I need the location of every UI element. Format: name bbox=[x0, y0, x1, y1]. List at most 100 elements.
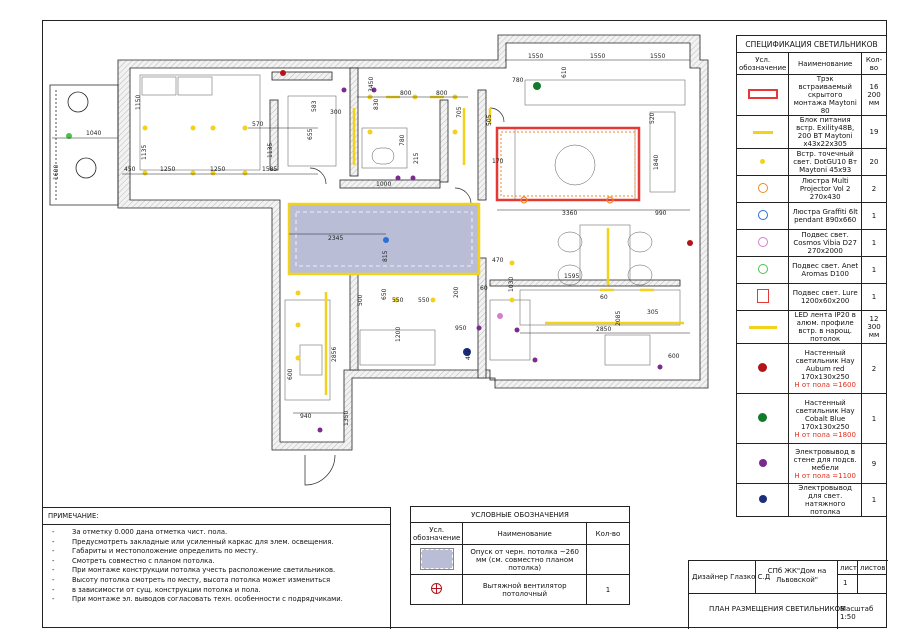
spec-row-qty: 1 bbox=[861, 256, 887, 284]
project-name: СПб ЖК"Дом на Львовской" bbox=[767, 567, 827, 584]
dim-label: 650 bbox=[381, 288, 388, 300]
dim-label: 583 bbox=[311, 100, 318, 112]
pendant-green bbox=[66, 133, 72, 139]
dark-green-dot-icon bbox=[735, 393, 790, 444]
dark-red-dot-icon bbox=[735, 343, 790, 394]
dim-label: 3450 bbox=[368, 77, 375, 92]
purple-half-icon bbox=[735, 443, 790, 484]
note-item: Предусмотреть закладные или усиленный ка… bbox=[42, 538, 390, 548]
designer-label: Дизайнер Глазко С.Д bbox=[692, 573, 771, 581]
sheets-label: листов bbox=[860, 564, 886, 572]
dim-label: 500 bbox=[357, 294, 364, 306]
dim-label: 990 bbox=[655, 210, 667, 217]
track-rect-icon bbox=[735, 74, 790, 116]
note-item: При монтаже эл. выводов согласовать техн… bbox=[42, 595, 390, 605]
dim-label: 815 bbox=[382, 250, 389, 262]
dim-label: 470 bbox=[492, 257, 504, 264]
yellow-bar-icon bbox=[735, 115, 790, 149]
cosmos-pendant bbox=[497, 313, 503, 319]
dim-label: 505 bbox=[486, 114, 493, 126]
spec-row-name: Настенный светильник Hay Aubum red 170x1… bbox=[795, 348, 855, 381]
dim-label: 1550 bbox=[590, 53, 605, 60]
spec-title: СПЕЦИФИКАЦИЯ СВЕТИЛЬНИКОВ bbox=[736, 35, 887, 53]
dim-label: 780 bbox=[399, 134, 406, 146]
projector-chandeliers bbox=[520, 196, 614, 204]
dim-label: 2850 bbox=[596, 326, 611, 333]
dim-label: 1150 bbox=[135, 95, 142, 110]
dim-label: 550 bbox=[418, 297, 430, 304]
legend-table: УСЛОВНЫЕ ОБОЗНАЧЕНИЯ Усл. обозначение На… bbox=[409, 506, 630, 605]
navy-dot-icon bbox=[735, 483, 790, 517]
dim-label: 1585 bbox=[262, 166, 277, 173]
wall-light-red-1 bbox=[280, 70, 286, 76]
spec-row-name: LED лента IP20 в алюм. профиле встр. в н… bbox=[788, 310, 862, 344]
track-rectangle bbox=[495, 126, 641, 202]
dim-label: 215 bbox=[413, 152, 420, 164]
spec-row-name: Трэк встраиваемый скрытого монтажа Mayto… bbox=[788, 74, 862, 116]
notes-list: За отметку 0.000 дана отметка чист. пола… bbox=[42, 528, 390, 605]
orange-fixture-icon bbox=[735, 175, 790, 203]
dim-label: 2085 bbox=[615, 311, 622, 326]
spec-row-name: Подвес свет. Lure 1200x60x200 bbox=[788, 283, 862, 311]
legend-row-name: Опуск от черн. потолка ~260 мм (см. совм… bbox=[462, 544, 587, 575]
note-item: Габариты и местоположение определить по … bbox=[42, 547, 390, 557]
legend-row-name: Вытяжной вентилятор потолочный bbox=[462, 574, 587, 605]
dim-label: 450 bbox=[124, 166, 136, 173]
legend-row-qty bbox=[586, 544, 630, 575]
spec-row-qty: 1 bbox=[861, 283, 887, 311]
legend-header-name: Наименование bbox=[462, 522, 587, 545]
dim-label: 1040 bbox=[86, 130, 101, 137]
title-block: Дизайнер Глазко С.Д СПб ЖК"Дом на Львовс… bbox=[688, 560, 888, 629]
dim-label: 780 bbox=[512, 77, 524, 84]
yellow-line-icon bbox=[735, 310, 790, 344]
spec-header-qty: Кол-во bbox=[861, 52, 887, 75]
spec-row-name: Подвес свет. Anet Aromas D100 bbox=[788, 256, 862, 284]
dim-label: 1550 bbox=[528, 53, 543, 60]
note-item: Смотреть совместно с планом потолка. bbox=[42, 557, 390, 567]
spec-row-qty: 16 200 мм bbox=[861, 74, 887, 116]
dim-label: 1250 bbox=[160, 166, 175, 173]
wall-light-red-2 bbox=[687, 240, 693, 246]
dim-label: 655 bbox=[307, 128, 314, 140]
dim-label: 1135 bbox=[267, 143, 274, 158]
spec-row-qty: 1 bbox=[861, 483, 887, 517]
spec-header-name: Наименование bbox=[788, 52, 862, 75]
legend-title: УСЛОВНЫЕ ОБОЗНАЧЕНИЯ bbox=[410, 506, 630, 523]
legend-header-symbol: Усл. обозначение bbox=[409, 522, 464, 545]
spec-row-qty: 12 300 мм bbox=[861, 310, 887, 344]
dim-label: 300 bbox=[330, 109, 342, 116]
note-item: При монтаже конструкции потолка учесть р… bbox=[42, 566, 390, 576]
dim-label: 1000 bbox=[376, 181, 391, 188]
notes-block: ПРИМЕЧАНИЕ: За отметку 0.000 дана отметк… bbox=[42, 507, 391, 629]
spec-row-qty: 9 bbox=[861, 443, 887, 484]
dim-label: 1600 bbox=[53, 165, 60, 180]
sheet-number: 1 bbox=[843, 579, 848, 587]
led-strips bbox=[324, 108, 684, 395]
spec-row-qty: 1 bbox=[861, 202, 887, 230]
dim-label: 400 bbox=[465, 348, 472, 360]
dim-label: 600 bbox=[287, 368, 294, 380]
spec-row-note: Н от пола =1600 bbox=[794, 380, 856, 389]
spec-row-qty: 19 bbox=[861, 115, 887, 149]
ceiling-outlet-navy bbox=[463, 348, 471, 356]
sheet-label: лист bbox=[840, 564, 857, 572]
spec-row-qty: 2 bbox=[861, 175, 887, 203]
spec-row-note: Н от пола =1800 bbox=[794, 430, 856, 439]
spec-row-name: Настенный светильник Hay Cobalt Blue 170… bbox=[795, 398, 855, 431]
blue-fixture-icon bbox=[735, 202, 790, 230]
spec-row-name: Блок питания встр. Exility48B, 200 ВТ Ma… bbox=[788, 115, 862, 149]
note-item: За отметку 0.000 дана отметка чист. пола… bbox=[42, 528, 390, 538]
red-rect-icon bbox=[735, 283, 790, 311]
dim-label: 60 bbox=[600, 294, 608, 301]
notes-title: ПРИМЕЧАНИЕ: bbox=[42, 508, 390, 525]
dim-label: 3360 bbox=[562, 210, 577, 217]
dim-label: 570 bbox=[252, 121, 264, 128]
spec-row-name: Встр. точечный свет. DotGU10 Bт Maytoni … bbox=[788, 148, 862, 176]
dim-label: 2856 bbox=[331, 347, 338, 362]
dim-label: 950 bbox=[455, 325, 467, 332]
dim-label: 800 bbox=[400, 90, 412, 97]
wall-light-green bbox=[533, 82, 541, 90]
dim-label: 2345 bbox=[328, 235, 343, 242]
pink-fixture-icon bbox=[735, 229, 790, 257]
